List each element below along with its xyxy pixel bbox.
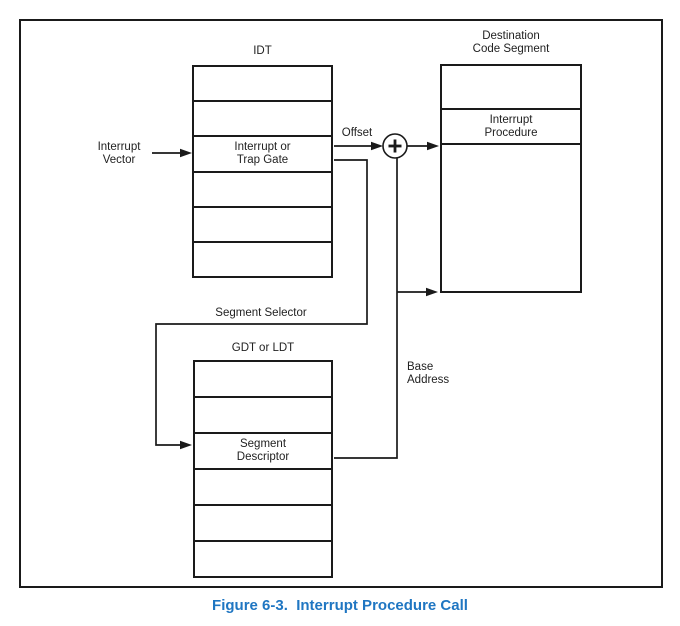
segment-descriptor-label: Segment Descriptor: [236, 438, 290, 463]
interrupt-vector-label: Interrupt Vector: [97, 141, 141, 166]
idt-cell-2: [194, 100, 331, 135]
destination-cell-3: [442, 143, 580, 291]
idt-cell-4: [194, 170, 331, 206]
figure-border: [19, 19, 663, 588]
offset-label: Offset: [341, 127, 373, 139]
destination-table: Interrupt Procedure: [440, 64, 582, 293]
figure-caption: Figure 6-3. Interrupt Procedure Call: [212, 597, 468, 614]
interrupt-procedure-label: Interrupt Procedure: [484, 113, 538, 139]
idt-gate-label: Interrupt or Trap Gate: [234, 140, 291, 166]
gdt-title: GDT or LDT: [231, 342, 295, 354]
destination-cell-1: [442, 66, 580, 108]
idt-cell-5: [194, 205, 331, 241]
segment-selector-label: Segment Selector: [215, 307, 307, 319]
idt-cell-gate: Interrupt or Trap Gate: [194, 135, 331, 170]
gdt-cell-descriptor: Segment Descriptor: [195, 432, 331, 468]
gdt-cell-6: [195, 540, 331, 576]
idt-title: IDT: [253, 45, 272, 57]
gdt-cell-4: [195, 468, 331, 504]
idt-cell-1: [194, 67, 331, 100]
destination-title: Destination Code Segment: [472, 30, 550, 55]
base-address-label: Base Address: [407, 361, 450, 386]
destination-cell-procedure: Interrupt Procedure: [442, 108, 580, 143]
gdt-cell-2: [195, 396, 331, 432]
gdt-cell-5: [195, 504, 331, 540]
idt-table: Interrupt or Trap Gate: [192, 65, 333, 278]
gdt-table: Segment Descriptor: [193, 360, 333, 578]
gdt-cell-1: [195, 362, 331, 396]
idt-cell-6: [194, 240, 331, 276]
